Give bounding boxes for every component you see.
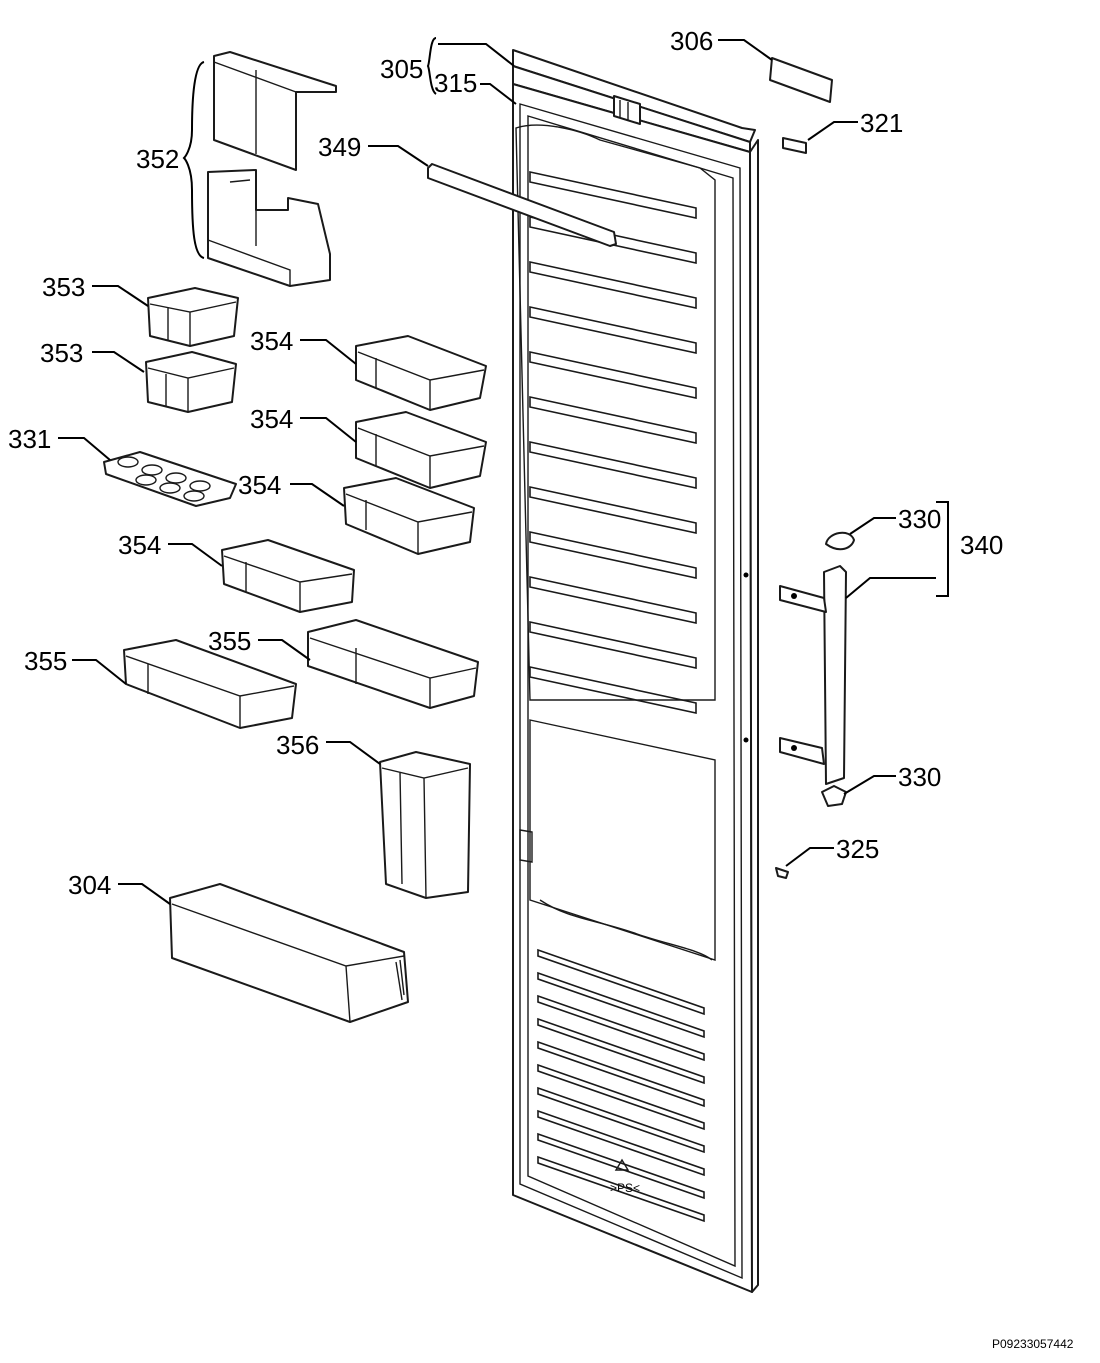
part-349-rail [427,163,617,247]
liner-rib [529,351,697,399]
callout-354-4: 354 [118,530,161,560]
vent-slot [537,1086,705,1154]
callout-354-1: 354 [250,326,293,356]
callout-304: 304 [68,870,111,900]
part-354-shelf-1 [355,335,487,411]
part-356-bottle-holder [379,751,471,899]
callout-353-lower: 353 [40,338,83,368]
callout-306: 306 [670,26,713,56]
vent-slot [537,1063,705,1131]
liner-rib [529,171,697,219]
door-outer-panel [512,83,753,1293]
part-304-door-bin [169,883,409,1023]
callout-330-top: 330 [898,504,941,534]
callout-356: 356 [276,730,319,760]
callout-353-upper: 353 [42,272,85,302]
callout-330-bottom: 330 [898,762,941,792]
liner-rib [529,261,697,309]
callout-321: 321 [860,108,903,138]
part-340-handle [779,565,847,785]
callout-325: 325 [836,834,879,864]
vent-slot [537,1132,705,1200]
liner-rib [529,216,697,264]
vent-slot [537,994,705,1062]
door-liner-ribs-lower [537,948,705,1223]
liner-rib [529,306,697,354]
callout-labels: 305 315 306 321 352 349 353 353 354 354 … [8,26,1003,900]
part-354-shelf-3 [343,477,475,555]
vent-slot [537,1155,705,1223]
part-352-cover [207,51,337,287]
door-assembly: >PS< [512,49,759,1293]
door-liner-ribs-upper [529,171,697,714]
liner-rib [529,531,697,579]
callout-340: 340 [960,530,1003,560]
callout-315: 315 [434,68,477,98]
part-330-cap-top [825,531,855,551]
part-321-cap [782,137,807,154]
liner-rib [529,441,697,489]
liner-rib [529,576,697,624]
part-325-screw [775,867,789,879]
callout-331: 331 [8,424,51,454]
callout-349: 349 [318,132,361,162]
vent-slot [537,1109,705,1177]
callout-354-3: 354 [238,470,281,500]
reference-code: P09233057442 [992,1337,1074,1351]
vent-slot [537,971,705,1039]
part-353-bin-lower [145,351,237,413]
callout-354-2: 354 [250,404,293,434]
part-354-shelf-4 [221,539,355,613]
liner-rib [529,396,697,444]
part-353-bin-upper [147,287,239,347]
liner-rib [529,666,697,714]
part-354-shelf-2 [355,411,487,489]
callout-355-a: 355 [208,626,251,656]
vent-slot [537,1017,705,1085]
part-355-shelf-a [307,619,479,709]
callout-352: 352 [136,144,179,174]
liner-rib [529,621,697,669]
part-306-plate [769,57,833,103]
part-330-cap-bottom [821,785,847,807]
vent-slot [537,948,705,1016]
leader-lines [58,37,949,905]
part-331-egg-tray [103,451,237,507]
callout-305: 305 [380,54,423,84]
callout-355-b: 355 [24,646,67,676]
liner-rib [529,486,697,534]
vent-slot [537,1040,705,1108]
